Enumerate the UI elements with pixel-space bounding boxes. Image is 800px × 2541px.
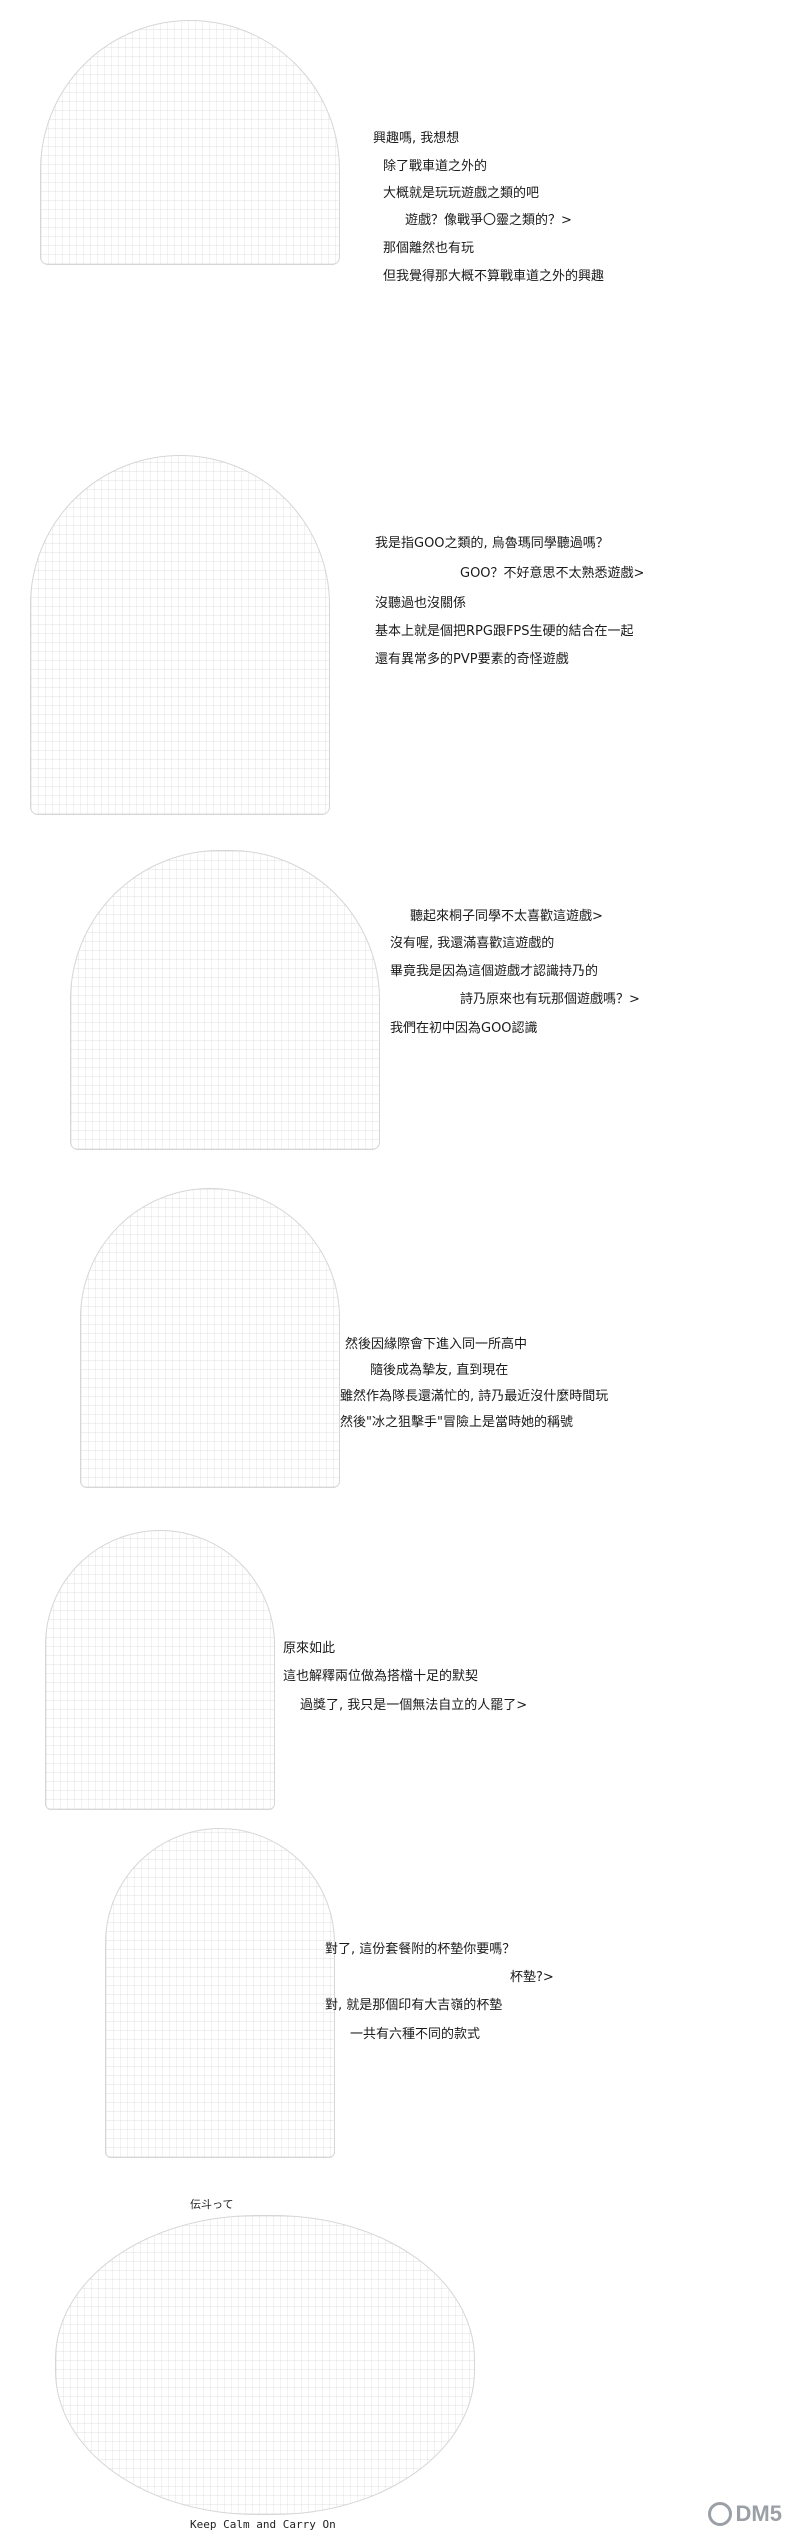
dialogue-line: 沒聽過也沒關係	[375, 596, 467, 611]
dialogue-line: 但我覺得那大概不算戰車道之外的興趣	[383, 269, 605, 284]
panel-7: 伝斗って Keep Calm and Carry On	[0, 2190, 800, 2541]
character-ascii-art	[80, 1188, 340, 1488]
ascii-caption-top: 伝斗って	[190, 2198, 234, 2211]
watermark: DM5	[707, 2501, 782, 2527]
dialogue-line: 然後因緣際會下進入同一所高中	[345, 1337, 528, 1352]
dialogue-line: 大概就是玩玩遊戲之類的吧	[383, 186, 540, 201]
dialogue-line: 那個離然也有玩	[383, 241, 475, 256]
dialogue-line: 我是指GOO之類的, 烏魯瑪同學聽過嗎？	[375, 536, 609, 551]
dialogue-line: 對, 就是那個印有大吉嶺的杯墊	[325, 1998, 503, 2013]
character-ascii-art	[55, 2215, 475, 2515]
character-ascii-art	[45, 1530, 275, 1810]
dialogue-line: 聽起來桐子同學不太喜歡這遊戲>	[410, 909, 603, 924]
panel-4: 然後因緣際會下進入同一所高中 隨後成為摯友, 直到現在 雖然作為隊長還滿忙的, …	[0, 1188, 800, 1518]
dialogue-line: 雖然作為隊長還滿忙的, 詩乃最近沒什麼時間玩	[340, 1389, 609, 1404]
dm5-logo-icon	[707, 2502, 732, 2526]
dialogue-line: 一共有六種不同的款式	[350, 2027, 481, 2042]
panel-1: 興趣嗎, 我想想 除了戰車道之外的 大概就是玩玩遊戲之類的吧 遊戲？像戰爭〇靈之…	[0, 0, 800, 284]
dialogue-line: 基本上就是個把RPG跟FPS生硬的結合在一起	[375, 624, 634, 639]
dialogue-line: 杯墊?>	[510, 1970, 554, 1985]
ascii-caption-bottom: Keep Calm and Carry On	[190, 2518, 336, 2531]
dialogue-line: 然後"冰之狙擊手"冒險上是當時她的稱號	[340, 1415, 573, 1430]
character-ascii-art	[30, 455, 330, 815]
dialogue-line: 除了戰車道之外的	[383, 159, 488, 174]
dialogue-line: 詩乃原來也有玩那個遊戲嗎？>	[460, 992, 640, 1007]
character-ascii-art	[40, 20, 340, 265]
dialogue-line: 這也解釋兩位做為搭檔十足的默契	[283, 1669, 479, 1684]
dialogue-line: 隨後成為摯友, 直到現在	[370, 1363, 509, 1378]
dialogue-line: 過獎了, 我只是一個無法自立的人罷了>	[300, 1698, 528, 1713]
character-ascii-art	[105, 1828, 335, 2158]
dialogue-line: 原來如此	[283, 1641, 336, 1656]
panel-2: 我是指GOO之類的, 烏魯瑪同學聽過嗎？ GOO？不好意思不太熟悉遊戲> 沒聽過…	[0, 455, 800, 835]
panel-5: 原來如此 這也解釋兩位做為搭檔十足的默契 過獎了, 我只是一個無法自立的人罷了>	[0, 1530, 800, 1820]
panel-6: 對了, 這份套餐附的杯墊你要嗎？ 杯墊?> 對, 就是那個印有大吉嶺的杯墊 一共…	[0, 1828, 800, 2168]
dialogue-line: 沒有喔, 我還滿喜歡這遊戲的	[390, 936, 555, 951]
dialogue-line: 畢竟我是因為這個遊戲才認識持乃的	[390, 964, 599, 979]
dialogue-line: 還有異常多的PVP要素的奇怪遊戲	[375, 652, 569, 667]
watermark-text: DM5	[735, 2501, 782, 2526]
dialogue-line: 遊戲？像戰爭〇靈之類的？>	[405, 213, 572, 228]
dialogue-line: GOO？不好意思不太熟悉遊戲>	[460, 566, 645, 581]
dialogue-line: 對了, 這份套餐附的杯墊你要嗎？	[325, 1942, 516, 1957]
panel-3: 聽起來桐子同學不太喜歡這遊戲> 沒有喔, 我還滿喜歡這遊戲的 畢竟我是因為這個遊…	[0, 850, 800, 1160]
dialogue-line: 興趣嗎, 我想想	[373, 131, 460, 146]
character-ascii-art	[70, 850, 380, 1150]
dialogue-line: 我們在初中因為GOO認識	[390, 1021, 538, 1036]
